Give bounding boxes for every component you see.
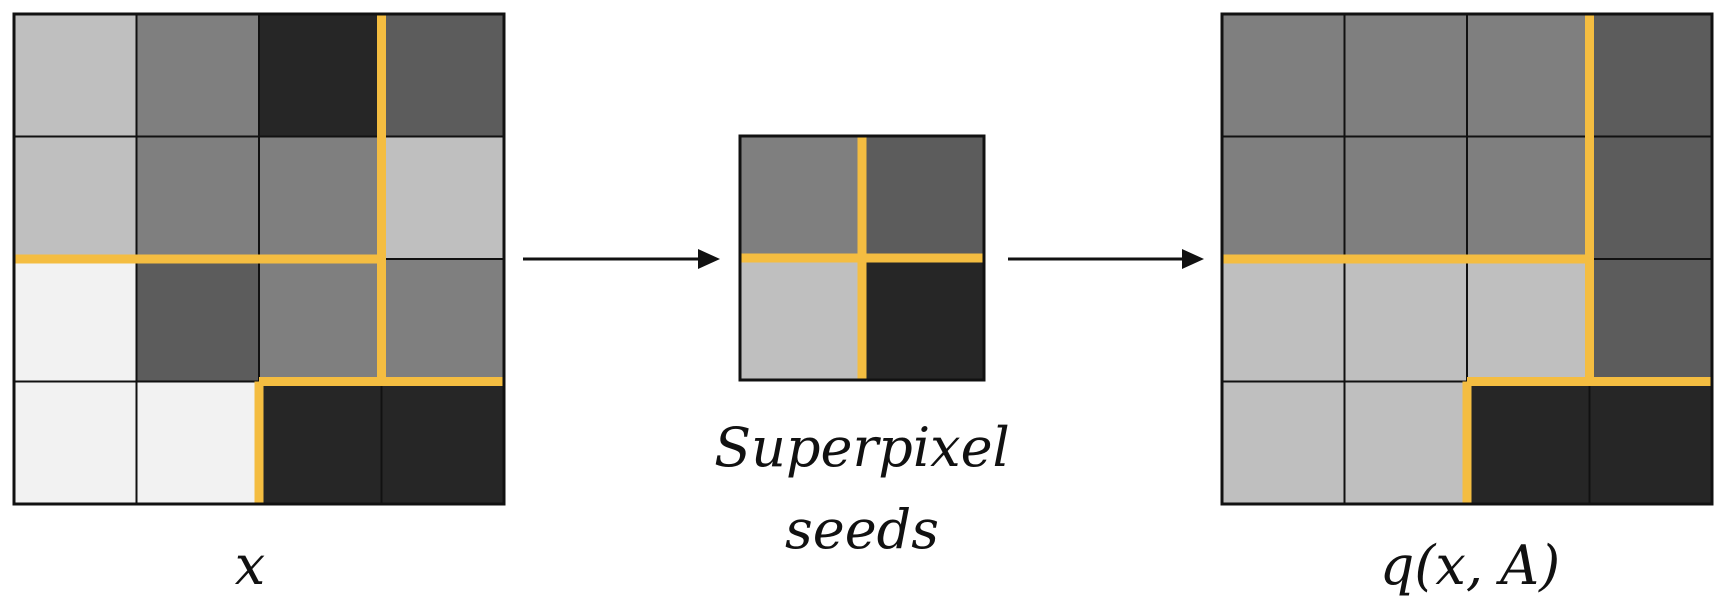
seeds-cell <box>861 257 985 381</box>
output-cell <box>1343 135 1468 260</box>
output-grid <box>1221 13 1713 505</box>
seeds-label-line-2: seeds <box>785 498 939 561</box>
output-cell <box>1588 135 1713 260</box>
input-superpixel-boundaries <box>14 14 504 504</box>
output-cell <box>1343 380 1468 505</box>
input-cell <box>258 13 383 138</box>
arrow-seeds-to-output <box>1008 249 1204 269</box>
input-cell <box>380 135 505 260</box>
seeds-cell <box>861 135 985 259</box>
output-cell <box>1221 13 1346 138</box>
seeds-label-line-1: Superpixel <box>714 416 1010 479</box>
input-cell <box>380 380 505 505</box>
input-panel: x <box>12 12 506 597</box>
output-cell <box>1343 13 1468 138</box>
seeds-cell <box>739 135 863 259</box>
input-cell <box>13 258 138 383</box>
input-cell <box>380 13 505 138</box>
output-label: q(x, A) <box>1380 534 1560 597</box>
output-cell <box>1466 13 1591 138</box>
arrow-input-to-seeds <box>523 249 720 269</box>
input-cell <box>258 380 383 505</box>
output-cell <box>1588 258 1713 383</box>
input-cell <box>13 135 138 260</box>
output-panel: q(x, A) <box>1220 12 1714 597</box>
output-cell <box>1588 13 1713 138</box>
input-cell <box>258 135 383 260</box>
seeds-cell <box>739 257 863 381</box>
input-cell <box>135 135 260 260</box>
input-cell <box>135 13 260 138</box>
seeds-grid-border <box>738 134 986 382</box>
output-superpixel-boundaries <box>1222 14 1712 504</box>
arrow-head <box>698 249 720 269</box>
seeds-superpixel-boundaries <box>740 136 984 380</box>
input-cell <box>380 258 505 383</box>
arrow-head <box>1182 249 1204 269</box>
input-cell <box>135 380 260 505</box>
input-cell <box>258 258 383 383</box>
seeds-panel: Superpixel seeds <box>714 134 1010 561</box>
output-cell <box>1588 380 1713 505</box>
input-label: x <box>235 534 265 597</box>
output-cell <box>1343 258 1468 383</box>
output-cell <box>1221 135 1346 260</box>
input-grid-border <box>12 12 506 506</box>
output-cell <box>1466 135 1591 260</box>
output-grid-border <box>1220 12 1714 506</box>
input-cell <box>13 380 138 505</box>
output-cell <box>1466 258 1591 383</box>
input-cell <box>135 258 260 383</box>
input-grid <box>13 13 505 505</box>
output-cell <box>1221 258 1346 383</box>
output-cell <box>1221 380 1346 505</box>
input-cell <box>13 13 138 138</box>
output-cell <box>1466 380 1591 505</box>
